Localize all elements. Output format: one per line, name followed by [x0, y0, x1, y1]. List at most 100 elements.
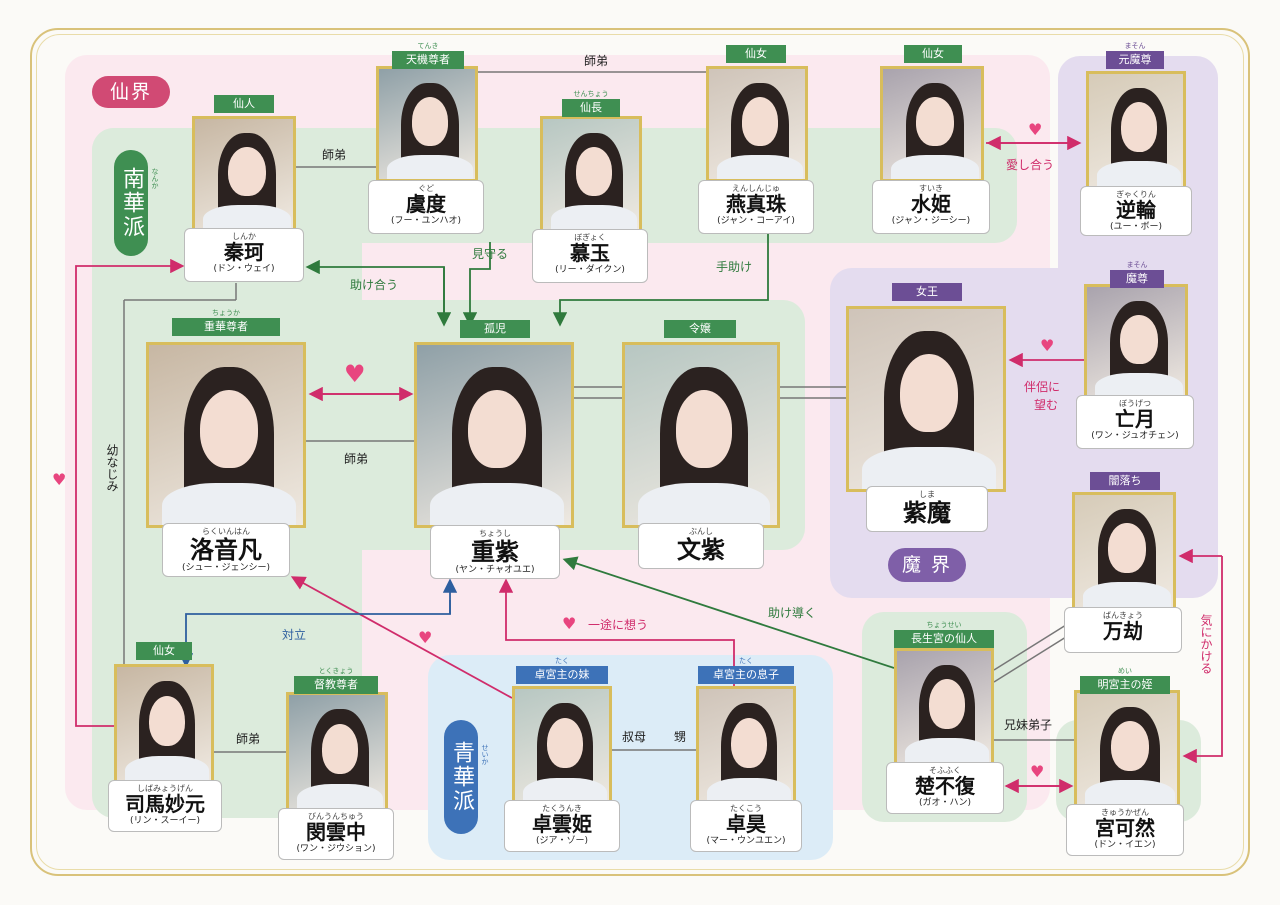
portrait-robe: [1083, 582, 1171, 607]
heart-icon: ♥: [1028, 120, 1043, 139]
portrait-robe: [297, 783, 383, 809]
name-furigana: きゅうかぜん: [1101, 808, 1149, 817]
role-tag: 孤児: [460, 320, 530, 338]
nanka-label: 南華派: [114, 150, 148, 256]
role-furigana: とくきょう: [318, 667, 354, 675]
role-label: 督教尊者: [314, 678, 358, 691]
name-plate: らくいんはん洛音凡(シュー・ジェンシー): [162, 523, 290, 577]
character-name: 宮可然: [1095, 816, 1155, 840]
name-plate: たくうんき卓雲姫(ジア・ゾー): [504, 800, 620, 852]
role-label: 仙長: [580, 101, 602, 114]
role-tag: 仙女: [726, 45, 786, 63]
name-plate: ぶんし文紫: [638, 523, 764, 569]
portrait-face: [675, 389, 733, 468]
character-portrait: [622, 342, 780, 528]
actor-name: (フー・ユンハオ): [390, 216, 462, 226]
character-portrait: [114, 664, 214, 784]
portrait-face: [547, 717, 583, 769]
role-tag: まそん魔尊: [1110, 261, 1164, 288]
portrait-face: [741, 96, 779, 146]
role-furigana: ちょうか: [212, 309, 240, 317]
rel-ai-shiau: 愛し合う: [1006, 158, 1055, 172]
character-name: 卓雲姫: [532, 812, 592, 836]
name-plate: しばみょうげん司馬妙元(リン・スーイー): [108, 780, 222, 832]
portrait-face: [916, 96, 954, 146]
role-label: 女王: [916, 285, 938, 298]
name-furigana: びんうんちゅう: [308, 812, 364, 821]
character-portrait: [1072, 492, 1176, 610]
portrait-face: [200, 389, 258, 468]
portrait-robe: [1097, 161, 1181, 186]
character-name: 閔雲中: [306, 820, 366, 844]
heart-icon: ♥: [562, 614, 577, 633]
role-label: 天機尊者: [406, 53, 450, 66]
name-plate: しま紫魔: [866, 486, 988, 532]
role-tag: 仙女: [904, 45, 962, 63]
role-tag: たく卓宮主の息子: [698, 657, 794, 684]
rel-osananajimi: 幼なじみ: [105, 444, 119, 492]
name-furigana: ぼぎょく: [574, 233, 606, 242]
portrait-face: [149, 695, 185, 747]
outer-gold-frame: [30, 28, 1250, 876]
role-tag: せんちょう仙長: [562, 90, 620, 117]
portrait-face: [468, 389, 526, 468]
portrait-robe: [905, 738, 989, 763]
heart-icon: ♥: [1040, 336, 1055, 355]
portrait-robe: [125, 755, 209, 781]
portrait-robe: [1095, 372, 1183, 397]
rel-kyodai: 兄妹弟子: [1004, 718, 1053, 732]
actor-name: (ドン・イエン): [1094, 840, 1156, 850]
portrait-robe: [161, 482, 297, 525]
rel-teitei-bottom: 師弟: [236, 732, 261, 746]
role-label: 仙女: [922, 47, 944, 60]
name-furigana: そふふく: [929, 766, 961, 775]
rel-kinikakeru: 気にかける: [1199, 614, 1213, 674]
portrait-face: [575, 146, 613, 196]
name-furigana: たくこう: [730, 804, 762, 813]
name-plate: しんか秦珂(ドン・ウェイ): [184, 228, 304, 282]
character-name: 紫魔: [903, 498, 951, 527]
name-furigana: たくうんき: [542, 804, 582, 813]
rel-taiaritsu: 対立: [282, 628, 307, 642]
name-plate: そふふく楚不復(ガオ・ハン): [886, 762, 1004, 814]
character-portrait: [1086, 71, 1186, 189]
role-furigana: めい: [1118, 667, 1132, 675]
role-tag: 仙人: [214, 95, 274, 113]
actor-name: (ジア・ゾー): [535, 836, 589, 846]
role-label: 元魔尊: [1118, 53, 1152, 66]
character-portrait: [880, 66, 984, 182]
actor-name: (ジャン・ジーシー): [891, 216, 971, 226]
role-tag: とくきょう督教尊者: [294, 667, 378, 694]
role-label: 仙女: [153, 644, 175, 657]
role-furigana: せんちょう: [573, 90, 609, 98]
name-plate: すいき水姫(ジャン・ジーシー): [872, 180, 990, 234]
character-portrait: [1084, 284, 1188, 400]
rel-hanryo: 伴侶に: [1024, 380, 1061, 394]
role-tag: 闇落ち: [1090, 472, 1160, 490]
actor-name: (シュー・ジェンシー): [181, 563, 271, 574]
portrait-robe: [203, 204, 291, 229]
portrait-face: [1120, 314, 1158, 364]
character-name: 水姫: [911, 192, 951, 216]
name-furigana: えんしんじゅ: [732, 184, 780, 193]
portrait-robe: [717, 154, 803, 179]
portrait-face: [1121, 102, 1157, 152]
role-label: 重華尊者: [204, 320, 248, 333]
name-furigana: ぼうげつ: [1119, 399, 1151, 408]
actor-name: (ヤン・チャオユエ): [455, 565, 535, 576]
role-tag: たく卓宮主の妹: [516, 657, 608, 684]
actor-name: (ジャン・コーアイ): [717, 216, 795, 226]
portrait-face: [731, 717, 767, 769]
portrait-robe: [1085, 780, 1175, 805]
name-furigana: しばみょうげん: [137, 784, 193, 793]
name-furigana: ぶんし: [689, 527, 713, 536]
portrait-robe: [861, 446, 997, 489]
heart-icon: ♥: [1030, 762, 1045, 781]
name-plate: ばんきょう万劫: [1064, 607, 1182, 653]
rel-mimamoru: 見守る: [472, 247, 509, 261]
portrait-face: [900, 353, 958, 432]
character-name: 万劫: [1103, 619, 1143, 643]
role-tag: てんき天機尊者: [392, 42, 464, 69]
name-plate: ぼうげつ亡月(ワン・ジュオチェン): [1076, 395, 1194, 449]
